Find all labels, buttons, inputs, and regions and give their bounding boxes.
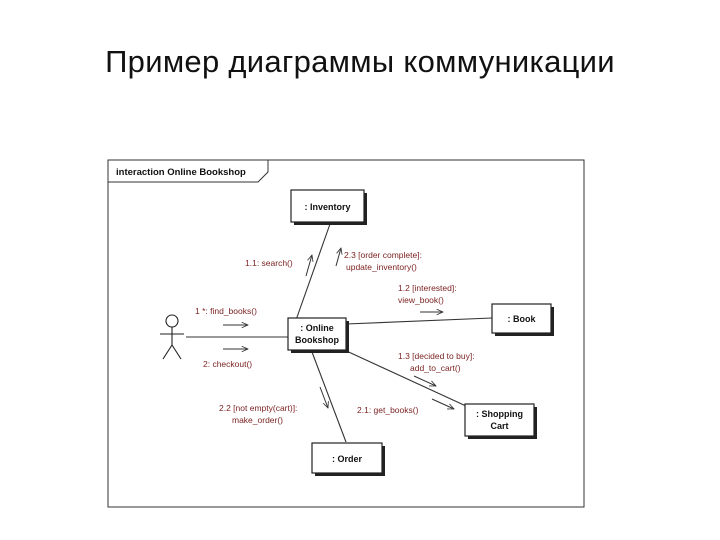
frame-label: interaction Online Bookshop <box>116 167 246 178</box>
object-book: : Book <box>491 303 554 336</box>
message-1-3-line1: 1.3 [decided to buy]: <box>398 351 475 361</box>
message-2: 2: checkout() <box>203 359 252 369</box>
message-1-2-line2: view_book() <box>398 295 444 305</box>
arrow-2-2 <box>319 386 328 408</box>
object-online-bookshop: : Online Bookshop <box>287 317 349 353</box>
arrow-2-3 <box>335 248 341 267</box>
object-book-label: : Book <box>508 314 537 324</box>
object-order: : Order <box>311 442 385 476</box>
message-2-2-line2: make_order() <box>232 415 283 425</box>
slide-title: Пример диаграммы коммуникации <box>105 44 615 79</box>
arrow-2-1 <box>431 398 454 410</box>
frame-tab <box>107 159 269 183</box>
customer-actor-icon <box>160 314 184 360</box>
object-shopping-cart-label-line1: : Shopping <box>476 409 523 419</box>
object-shopping-cart-label-line2: Cart <box>490 421 508 431</box>
object-inventory: : Inventory <box>290 189 367 225</box>
arrow-1-1 <box>305 255 312 277</box>
message-1-2-line1: 1.2 [interested]: <box>398 283 457 293</box>
message-1: 1 *: find_books() <box>195 306 257 316</box>
message-2-2-line1: 2.2 [not empty(cart)]: <box>219 403 297 413</box>
link-bookshop-book <box>345 317 493 325</box>
message-1-3-line2: add_to_cart() <box>410 363 461 373</box>
arrow-1-3 <box>413 375 436 387</box>
object-inventory-label: : Inventory <box>304 202 350 212</box>
link-bookshop-cart <box>339 347 467 407</box>
message-2-3-line1: 2.3 [order complete]: <box>344 250 422 260</box>
message-2-1: 2.1: get_books() <box>357 405 419 415</box>
link-inventory-bookshop <box>295 223 331 321</box>
message-2-3-line2: update_inventory() <box>346 262 417 272</box>
object-online-bookshop-label-line1: : Online <box>300 323 334 333</box>
message-1-1: 1.1: search() <box>245 258 293 268</box>
object-shopping-cart: : Shopping Cart <box>464 403 537 439</box>
object-order-label: : Order <box>332 454 363 464</box>
object-online-bookshop-label-line2: Bookshop <box>295 335 340 345</box>
link-bookshop-order <box>311 351 347 443</box>
